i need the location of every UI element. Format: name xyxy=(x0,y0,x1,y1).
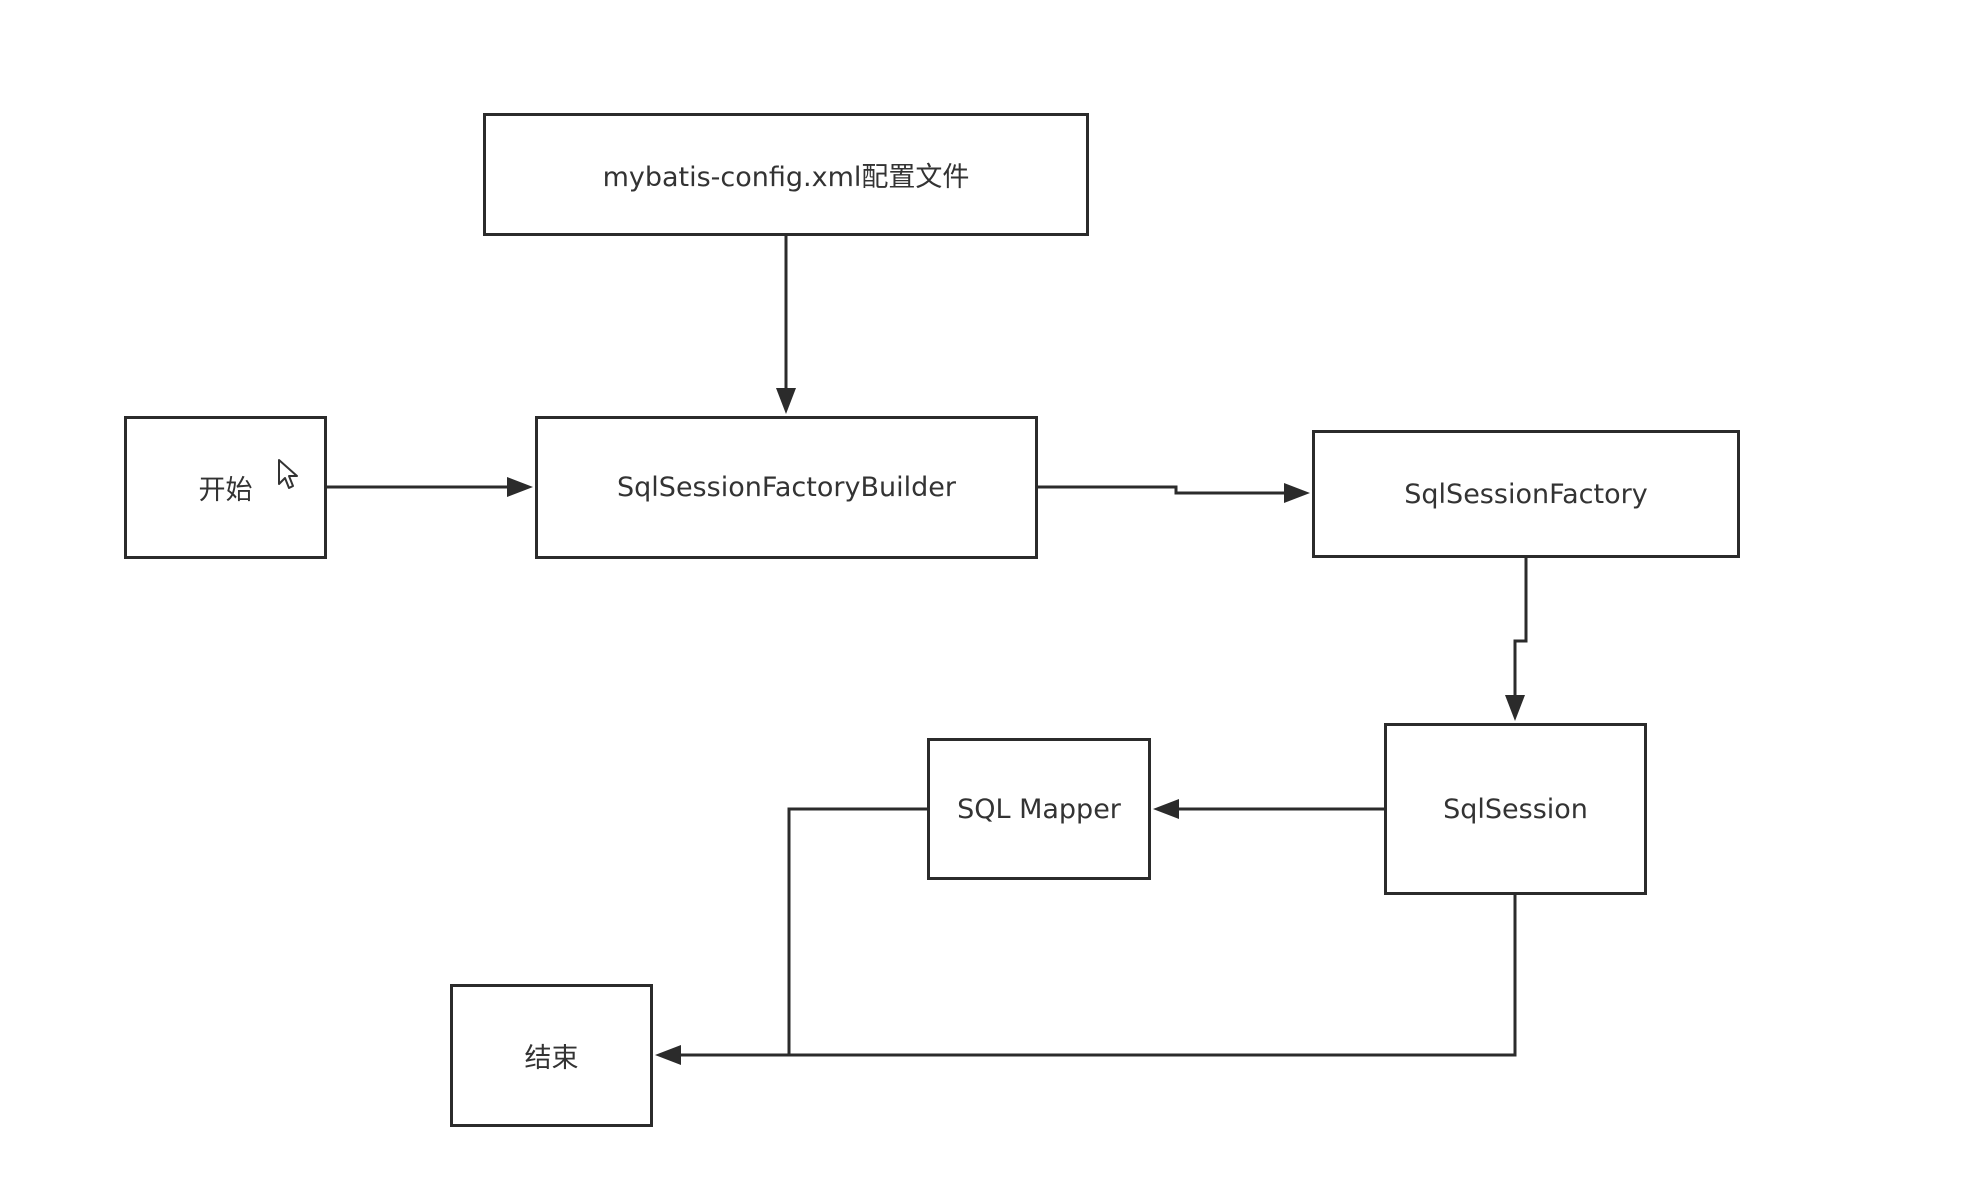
arrowhead-session-to-mapper xyxy=(1153,799,1179,819)
edge-builder-to-factory xyxy=(1038,485,1284,495)
arrowhead-start-to-builder xyxy=(507,477,533,497)
node-start-label: 开始 xyxy=(198,475,253,506)
node-mybatis-config-label: mybatis-config.xml配置文件 xyxy=(602,162,970,193)
edge-mapper-to-end xyxy=(681,807,927,1057)
node-end-label: 结束 xyxy=(524,1043,579,1074)
node-mybatis-config: mybatis-config.xml配置文件 xyxy=(483,113,1089,236)
arrowhead-builder-to-factory xyxy=(1284,483,1310,503)
node-sqlsession: SqlSession xyxy=(1384,723,1647,895)
node-end: 结束 xyxy=(450,984,653,1127)
mouse-pointer-icon xyxy=(278,459,298,489)
edge-session-to-end xyxy=(681,895,1517,1057)
node-sqlsessionfactorybuilder-label: SqlSessionFactoryBuilder xyxy=(617,472,956,503)
arrowhead-config-to-builder xyxy=(776,388,796,414)
node-sqlsessionfactory-label: SqlSessionFactory xyxy=(1404,478,1648,510)
node-sql-mapper-label: SQL Mapper xyxy=(957,793,1121,825)
node-sqlsessionfactorybuilder: SqlSessionFactoryBuilder xyxy=(535,416,1038,559)
node-sqlsession-label: SqlSession xyxy=(1443,793,1588,825)
node-sqlsessionfactory: SqlSessionFactory xyxy=(1312,430,1740,558)
arrowhead-factory-to-session xyxy=(1505,695,1525,721)
node-start: 开始 xyxy=(124,416,327,559)
edge-factory-to-session xyxy=(1513,558,1528,695)
node-sql-mapper: SQL Mapper xyxy=(927,738,1151,880)
arrowhead-into-end xyxy=(655,1045,681,1065)
